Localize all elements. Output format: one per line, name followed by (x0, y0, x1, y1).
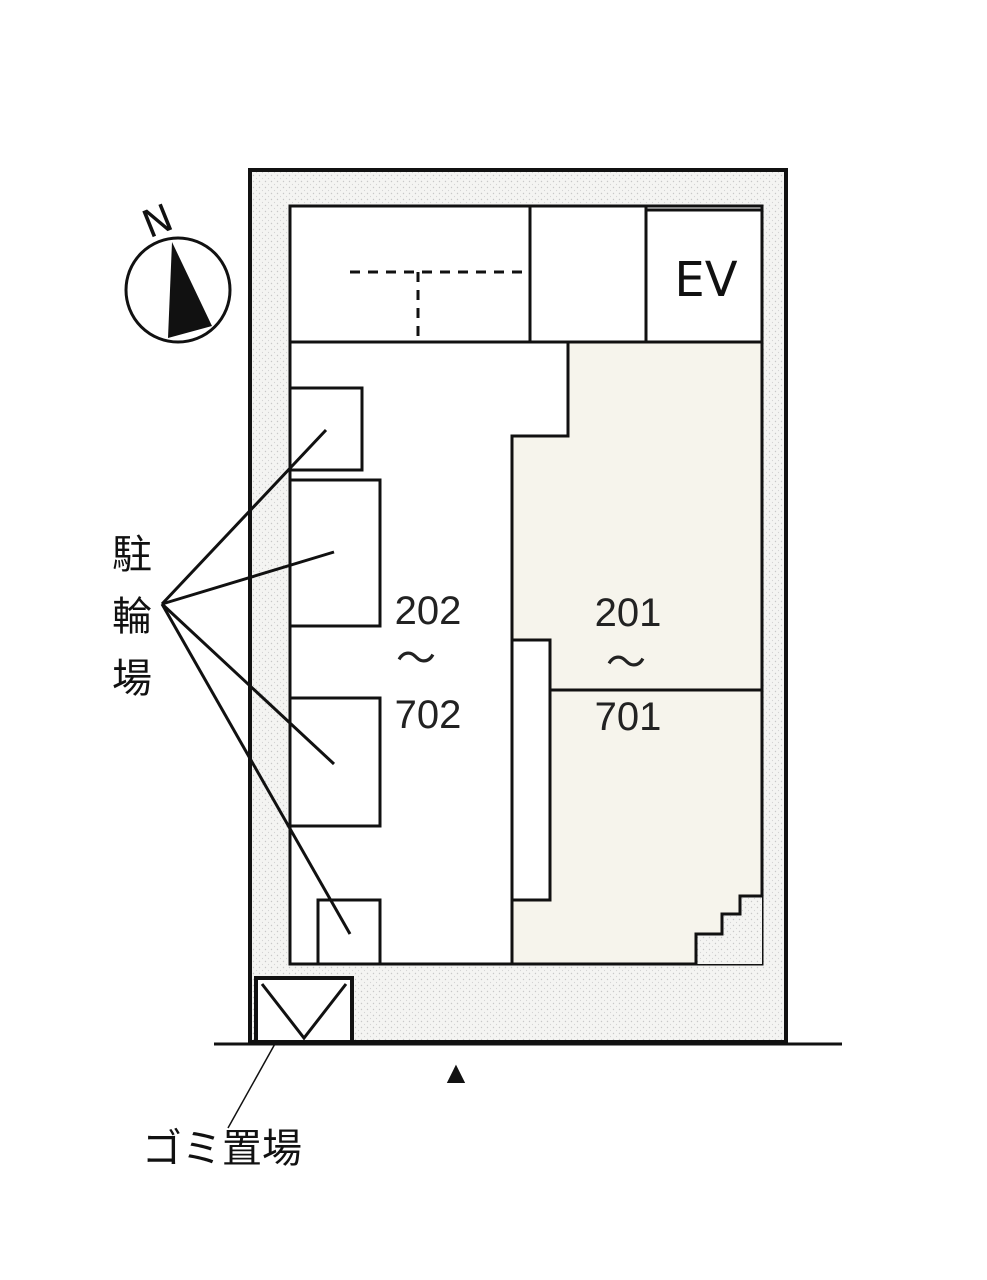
entrance-marker: ▲ (447, 1058, 466, 1086)
bicycle-box-3 (288, 696, 382, 828)
bicycle-label-char-3: 場 (112, 656, 152, 702)
bicycle-leader-lines (160, 428, 352, 935)
elevator-room (644, 208, 764, 344)
unit-balcony-strip (510, 638, 552, 902)
bicycle-label-char-1: 駐 (112, 532, 152, 578)
unit-right-from: 201 (595, 591, 662, 635)
compass-needle (168, 242, 212, 338)
unit-right-separator: 〜 (606, 641, 646, 685)
elevator-label: EV (674, 252, 737, 308)
garbage-box (254, 976, 354, 1044)
unit-left-to: 702 (395, 693, 462, 737)
stepped-corner-ground (696, 896, 762, 964)
top-room-left (288, 204, 532, 344)
bicycle-box-2 (288, 478, 382, 628)
top-room-middle (528, 204, 648, 344)
unit-right-to: 701 (595, 695, 662, 739)
bicycle-label-char-2: 輪 (112, 594, 152, 640)
garbage-box-v-mark (260, 983, 348, 1041)
garbage-leader-line (227, 1041, 277, 1129)
unit-area-right (510, 340, 764, 966)
north-compass: N (124, 195, 232, 344)
unit-left-separator: 〜 (396, 637, 436, 681)
garbage-label: ゴミ置場 (142, 1126, 302, 1172)
unit-left-from: 202 (395, 589, 462, 633)
